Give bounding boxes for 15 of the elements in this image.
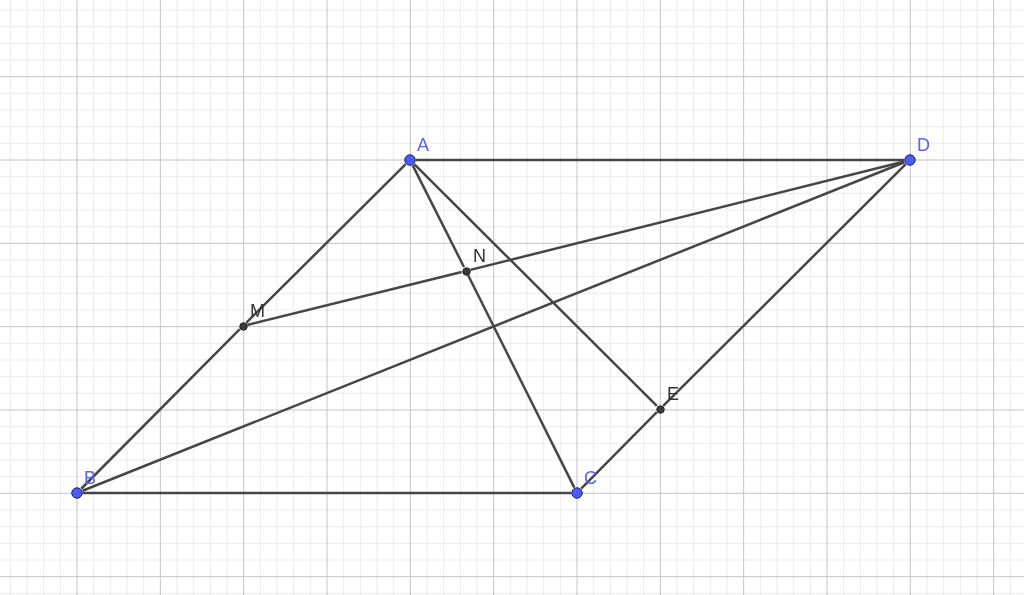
line-segment <box>83 491 571 495</box>
line-segment <box>413 163 658 407</box>
line-segment <box>416 158 904 162</box>
line-segment <box>466 274 576 489</box>
line-segment <box>411 164 466 268</box>
line-segment <box>580 411 658 490</box>
line-segment <box>80 328 241 490</box>
line-segment <box>662 163 907 407</box>
point-label: A <box>417 136 429 154</box>
line-segment <box>247 270 462 327</box>
point-label: D <box>917 136 930 154</box>
line-segment <box>470 160 905 272</box>
line-segment <box>245 163 407 324</box>
line-segment <box>82 161 905 492</box>
point-label: N <box>473 247 486 265</box>
